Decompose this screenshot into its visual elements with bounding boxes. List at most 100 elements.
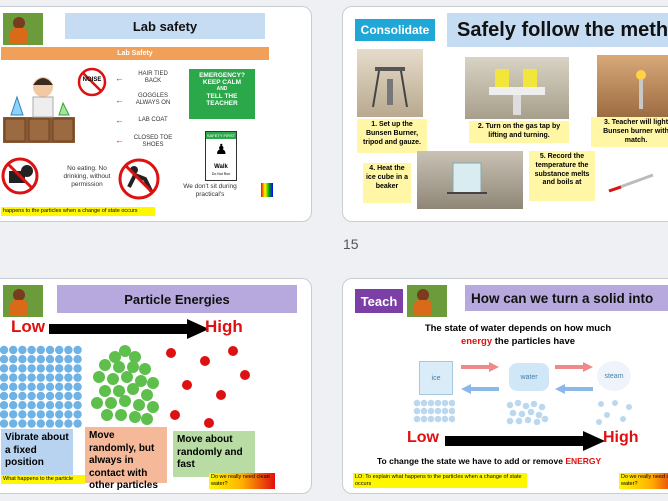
slide-title: Lab safety <box>65 13 265 39</box>
state-explanation-line-2: energy the particles have <box>363 336 668 347</box>
safety-label-shoes: CLOSED TOE SHOES <box>133 135 173 149</box>
particle <box>99 359 111 371</box>
gas-tap-photo <box>465 57 569 119</box>
noise-sign-text: NOISE <box>82 77 102 83</box>
particle <box>36 355 45 364</box>
particle <box>147 377 159 389</box>
step-caption-4: 4. Heat the ice cube in a beaker <box>363 163 411 203</box>
particle <box>9 373 18 382</box>
ice-label: ice <box>431 374 441 382</box>
change-state-sentence: To change the state we have to add or re… <box>377 456 566 466</box>
particle <box>420 399 428 407</box>
particle <box>55 410 64 419</box>
thermometer-photo <box>605 171 657 195</box>
particle <box>55 355 64 364</box>
particle <box>105 397 117 409</box>
arrow-icon: ← <box>115 115 124 125</box>
particle <box>73 419 82 428</box>
emergency-sign: EMERGENCY? KEEP CALM AND TELL THE TEACHE… <box>189 69 255 119</box>
particle <box>64 355 73 364</box>
particle <box>9 401 18 410</box>
particle <box>530 400 538 408</box>
particle <box>9 355 18 364</box>
slide-thumbnail-particle-energies[interactable]: Particle Energies Low High Vibrate about… <box>0 278 312 494</box>
particle <box>36 401 45 410</box>
particle <box>448 407 456 415</box>
particle <box>55 419 64 428</box>
particle <box>420 407 428 415</box>
particle <box>413 399 421 407</box>
particle <box>64 410 73 419</box>
particle <box>73 364 82 373</box>
slide-title: Safely follow the meth <box>447 13 668 47</box>
step-caption-3: 3. Teacher will light Bunsen burner with… <box>591 117 668 147</box>
teacher-avatar <box>3 13 43 45</box>
water-label: water <box>520 373 538 381</box>
particle <box>9 410 18 419</box>
particle <box>27 382 36 391</box>
particle <box>413 407 421 415</box>
learning-objective-footer: What happens to the particle <box>1 475 85 484</box>
particle <box>55 401 64 410</box>
particle <box>509 409 517 417</box>
particle <box>533 418 541 426</box>
walk-sign-subtext: Do Not Run <box>211 172 231 176</box>
colour-gradient-swatch <box>261 183 273 197</box>
particle <box>18 373 27 382</box>
particle <box>55 391 64 401</box>
arrow-left-icon <box>461 381 499 394</box>
particle <box>115 409 127 421</box>
particle <box>434 399 442 407</box>
particle <box>73 355 82 364</box>
particle <box>36 382 45 391</box>
particle <box>541 415 549 423</box>
particle <box>0 382 9 391</box>
beaker-photo <box>417 151 523 209</box>
emergency-line: AND <box>216 85 228 92</box>
liquid-particles <box>85 343 165 427</box>
particle <box>518 410 526 418</box>
safety-label-labcoat: LAB COAT <box>138 117 168 123</box>
slide-thumbnail-consolidate[interactable]: Consolidate Safely follow the meth 1. Se… <box>342 6 668 222</box>
particle <box>64 382 73 391</box>
particle <box>0 373 9 382</box>
particle <box>36 391 45 401</box>
particle <box>45 382 55 391</box>
arrow-right-icon <box>461 359 499 372</box>
safety-first-label: SAFETY FIRST <box>206 132 236 139</box>
particle <box>45 391 55 401</box>
particle <box>91 397 103 409</box>
particle <box>434 415 442 423</box>
clean-water-note: Do we really need clean water? <box>209 473 275 489</box>
particle <box>73 410 82 419</box>
particle <box>0 391 9 401</box>
no-noise-sign: NOISE <box>77 67 107 97</box>
steam-label: steam <box>604 372 624 380</box>
particle <box>441 407 449 415</box>
particle <box>147 401 159 413</box>
particle <box>413 415 421 423</box>
arrow-right-icon <box>555 359 593 372</box>
slide-thumbnail-lab-safety[interactable]: Lab safety Lab Safety NOISE ← ← ← ← HAIR… <box>0 6 312 222</box>
particle <box>18 355 27 364</box>
particle <box>36 345 45 355</box>
learning-objective-footer: happens to the particles when a change o… <box>1 207 155 216</box>
arrow-left-icon <box>555 381 593 394</box>
particle <box>420 415 428 423</box>
clean-water-note: Do we really need clean water? <box>619 473 668 489</box>
particle <box>506 417 514 425</box>
particle <box>127 383 139 395</box>
learning-objective-footer: LO: To explain what happens to the parti… <box>353 473 527 489</box>
emergency-line: EMERGENCY? <box>199 72 245 79</box>
slide-thumbnail-teach[interactable]: Teach How can we turn a solid into The s… <box>342 278 668 494</box>
particle <box>27 345 36 355</box>
particle <box>535 411 543 419</box>
particle <box>18 419 27 428</box>
particle <box>55 345 64 355</box>
particle <box>9 382 18 391</box>
particle <box>27 391 36 401</box>
particle <box>64 373 73 382</box>
particle <box>538 403 546 411</box>
particle <box>129 411 141 423</box>
particle <box>99 385 111 397</box>
